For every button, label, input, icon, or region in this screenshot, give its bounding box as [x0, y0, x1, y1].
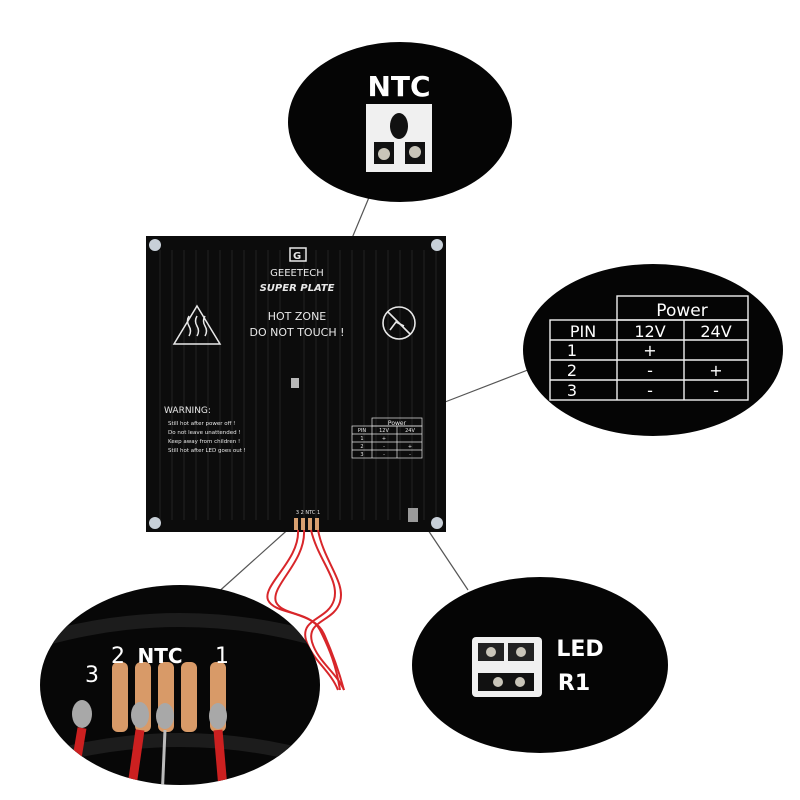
- conn-label-2: 2: [111, 644, 125, 669]
- heater-traces: [159, 250, 437, 520]
- plate-table-r1-pin: 1: [360, 436, 363, 442]
- plate-model: SUPER PLATE: [260, 283, 335, 294]
- ntc-callout-label: NTC: [367, 70, 430, 103]
- power-title: Power: [656, 301, 707, 321]
- power-r1-12v: +: [643, 341, 656, 360]
- mount-hole-bl: [149, 517, 161, 529]
- conn-label-3: 3: [85, 663, 99, 688]
- power-h-pin: PIN: [570, 322, 596, 341]
- hot-surface-warning-icon: [172, 304, 222, 345]
- plate-connector-pads: [294, 518, 319, 530]
- mount-hole-br: [431, 517, 443, 529]
- plate-brand: GEEETECH: [270, 268, 324, 279]
- power-r1-pin: 1: [567, 341, 577, 360]
- warning-line-1: Still hot after power off !: [168, 421, 235, 427]
- plate-table-r2-12v: -: [383, 444, 385, 450]
- power-r2-24v: +: [709, 361, 722, 380]
- plate-table-h-pin: PIN: [358, 428, 366, 434]
- led-label: LED: [556, 637, 603, 662]
- warning-line-2: Do not leave unattended !: [168, 430, 241, 436]
- geeetech-logo: G: [289, 247, 307, 262]
- r1-label: R1: [558, 671, 590, 696]
- ntc-callout: NTC: [288, 42, 512, 202]
- power-r3-24v: -: [713, 381, 719, 400]
- red-wires: [266, 529, 345, 691]
- warning-title: WARNING:: [164, 406, 211, 416]
- plate-table-h-24v: 24V: [405, 428, 415, 434]
- plate-table-r2-24v: +: [408, 444, 412, 450]
- power-table-callout: Power PIN 12V 24V 1 + 2 - + 3 - -: [523, 264, 783, 436]
- power-r2-12v: -: [647, 361, 653, 380]
- no-touch-icon: [382, 306, 416, 340]
- solder-joints: [72, 700, 227, 729]
- mount-hole-tl: [149, 239, 161, 251]
- warning-line-4: Still hot after LED goes out !: [168, 448, 246, 454]
- power-r3-pin: 3: [567, 381, 577, 400]
- hot-zone-text: HOT ZONE: [268, 310, 327, 323]
- conn-label-ntc: NTC: [137, 644, 182, 668]
- plate-connector-label: 3 2 NTC 1: [296, 510, 320, 516]
- plate-table-r3-12v: -: [383, 452, 385, 458]
- connector-callout: 3 2 NTC 1: [40, 585, 320, 785]
- plate-power-table: [351, 417, 423, 459]
- plate-table-h-12v: 12V: [379, 428, 389, 434]
- conn-label-1: 1: [215, 644, 229, 669]
- do-not-touch-text: DO NOT TOUCH !: [249, 326, 344, 339]
- plate-table-r3-24v: -: [409, 452, 411, 458]
- power-r3-12v: -: [647, 381, 653, 400]
- plate-table-r1-12v: +: [382, 436, 386, 442]
- plate-table-title: Power: [388, 420, 407, 427]
- heated-bed-plate: G GEEETECH SUPER PLATE HOT ZONE DO NOT T…: [146, 236, 446, 532]
- warning-line-3: Keep away from children !: [168, 439, 240, 445]
- power-r2-pin: 2: [567, 361, 577, 380]
- plate-table-r2-pin: 2: [360, 444, 363, 450]
- svg-text:G: G: [293, 251, 301, 262]
- power-h-12v: 12V: [634, 322, 665, 341]
- power-h-24v: 24V: [700, 322, 731, 341]
- led-callout: LED R1: [412, 577, 668, 753]
- plate-led-pad: [408, 508, 418, 522]
- mount-hole-tr: [431, 239, 443, 251]
- ntc-pad: [291, 378, 299, 388]
- plate-table-r3-pin: 3: [360, 452, 363, 458]
